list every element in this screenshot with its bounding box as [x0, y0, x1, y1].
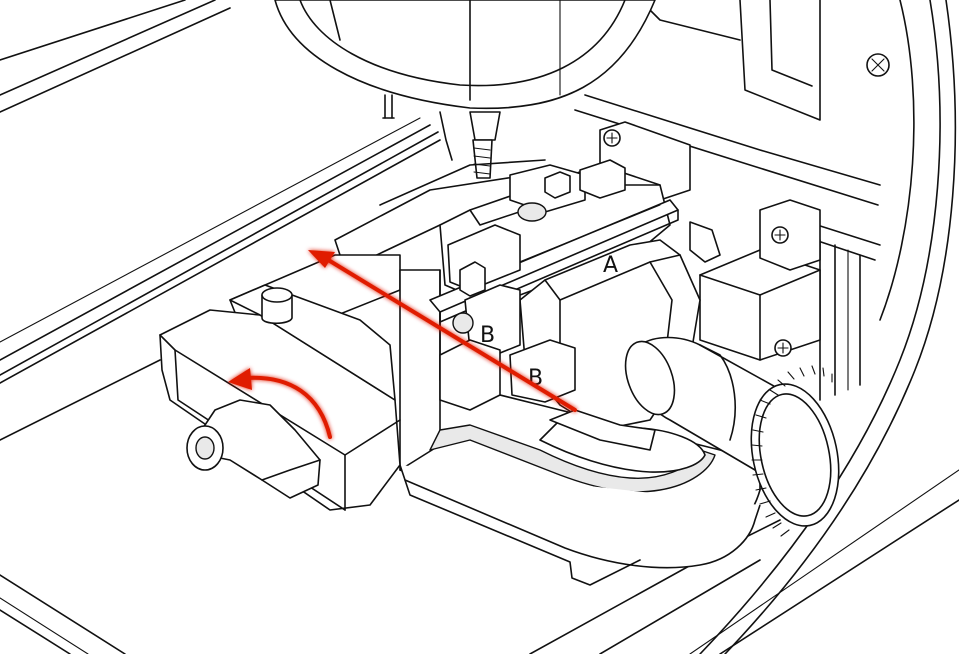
screw-upper-left: [603, 129, 621, 147]
jaw-label-a: A: [603, 253, 618, 278]
rotate-counterclockwise-icon: [228, 368, 332, 439]
key-clamp: [159, 159, 840, 586]
screw-top-right: [866, 53, 890, 77]
screw-lower-right: [774, 339, 792, 357]
spindle-head: [274, 0, 656, 179]
arrow-left-icon: [308, 250, 577, 412]
screw-middle-right: [771, 226, 789, 244]
direction-arrows: [228, 250, 577, 439]
knurling: [751, 365, 833, 537]
jaw-label-b-upper: B: [480, 323, 495, 348]
